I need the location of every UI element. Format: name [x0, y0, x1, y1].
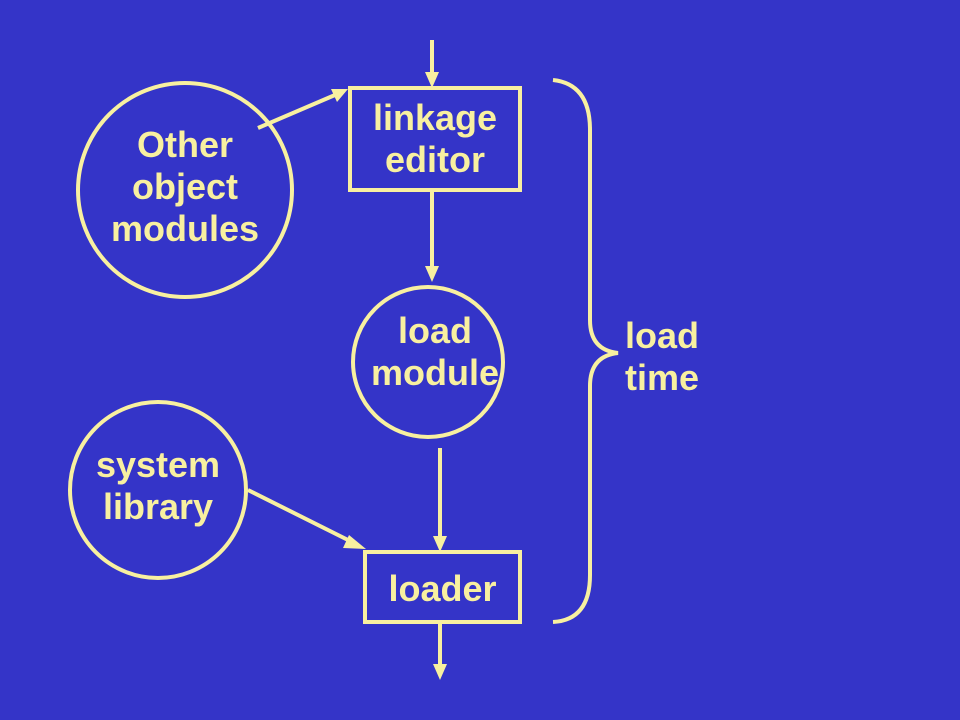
linkage-editor-line1: linkage	[372, 97, 498, 138]
load-time-line2: time	[625, 357, 700, 398]
loader-label: loader	[365, 568, 520, 610]
system-library-label: system library	[68, 444, 248, 528]
load-module-circle	[351, 285, 505, 439]
load-module-to-loader-arrowhead	[433, 536, 447, 552]
loader-box	[363, 550, 522, 624]
load-time-brace	[552, 78, 619, 624]
linkage-editor-box	[348, 86, 522, 192]
load-time-label: load time	[625, 315, 745, 399]
load-module-label: load module	[355, 310, 515, 394]
system-library-line2: library	[102, 486, 214, 527]
linkage-to-load-module-arrowhead	[425, 266, 439, 282]
modules-to-linkage-arrowhead	[331, 89, 348, 102]
linkage-editor-line2: editor	[384, 139, 485, 180]
other-object-modules-label: Other object modules	[85, 124, 285, 250]
library-to-loader-arrowhead	[343, 535, 366, 549]
system-library-line1: system	[95, 444, 221, 485]
output-arrowhead	[433, 664, 447, 680]
loader-line1: loader	[388, 568, 497, 609]
system-library-circle	[68, 400, 248, 580]
load-time-line1: load	[625, 315, 700, 356]
load-module-line1: load	[397, 310, 472, 351]
other-modules-line1: Other	[136, 124, 233, 165]
modules-to-linkage-arrow	[257, 93, 336, 130]
other-object-modules-circle	[76, 81, 294, 299]
input-arrowhead	[425, 72, 439, 88]
load-module-line2: module	[370, 352, 499, 393]
other-modules-line2: object	[131, 166, 238, 207]
library-to-loader-arrow	[247, 488, 353, 544]
linkage-editor-label: linkage editor	[350, 97, 520, 181]
other-modules-line3: modules	[110, 208, 260, 249]
